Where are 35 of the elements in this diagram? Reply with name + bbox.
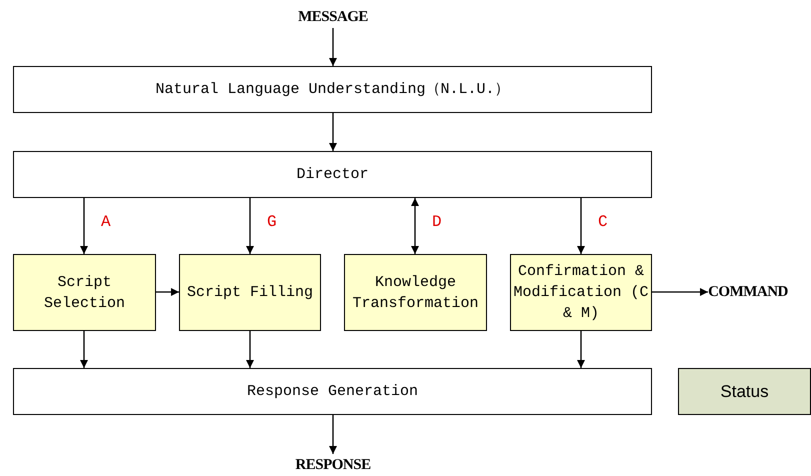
- box-text: Status: [720, 381, 769, 402]
- box-text: Script Selection: [42, 272, 126, 314]
- box-text: Confirmation & Modification (C & M): [512, 262, 650, 324]
- box-text: Knowledge Transformation: [351, 272, 480, 314]
- arrow: [329, 28, 337, 66]
- process-box: [13, 66, 652, 113]
- box-text: Response Generation: [246, 382, 418, 402]
- arrow: [411, 198, 419, 254]
- arrow: [652, 288, 708, 296]
- arrow: [329, 113, 337, 151]
- box-text: Script Filling: [186, 283, 314, 303]
- edge-label: D: [432, 213, 442, 231]
- arrow: [80, 198, 88, 254]
- module-box: [510, 254, 652, 331]
- box-text: Director: [296, 165, 368, 185]
- edge-label: G: [267, 213, 277, 231]
- box-text: COMMAND: [708, 282, 788, 302]
- module-box: [344, 254, 487, 331]
- edge-label: C: [598, 213, 608, 231]
- module-box: [13, 254, 156, 331]
- process-box: [13, 151, 652, 198]
- module-box: [179, 254, 321, 331]
- arrow: [329, 415, 337, 454]
- edge-label: A: [101, 213, 111, 231]
- arrow: [577, 331, 585, 368]
- arrow: [246, 198, 254, 254]
- arrow: [156, 288, 179, 296]
- arrow: [577, 198, 585, 254]
- box-text: RESPONSE: [295, 456, 371, 474]
- process-box: [13, 368, 652, 415]
- box-text: Natural Language Understanding（N.L.U.）: [155, 80, 510, 100]
- arrow: [80, 331, 88, 368]
- arrow: [246, 331, 254, 368]
- box-text: MESSAGE: [298, 8, 368, 26]
- status-box: [678, 368, 811, 415]
